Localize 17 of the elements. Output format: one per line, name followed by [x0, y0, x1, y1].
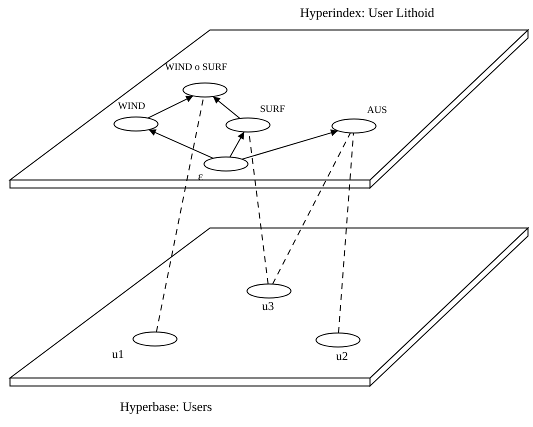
arrow	[229, 131, 245, 158]
node-label: u2	[336, 350, 348, 362]
node-label: u3	[262, 300, 274, 312]
node-label: AUS	[367, 106, 388, 116]
dashed-line	[156, 96, 204, 332]
arrow	[148, 129, 214, 159]
arrow	[212, 96, 240, 119]
arrow	[242, 129, 338, 160]
node-label: u1	[112, 348, 124, 360]
plane-title: Hyperbase: Users	[120, 400, 212, 413]
node-label: WIND o SURF	[165, 63, 228, 73]
dashed-line	[272, 132, 351, 285]
arrow	[147, 95, 194, 119]
plane-title: Hyperindex: User Lithoid	[300, 6, 434, 19]
node-label: WIND	[118, 102, 146, 112]
dashed-line	[338, 132, 354, 334]
node-label: SURF	[260, 105, 286, 115]
